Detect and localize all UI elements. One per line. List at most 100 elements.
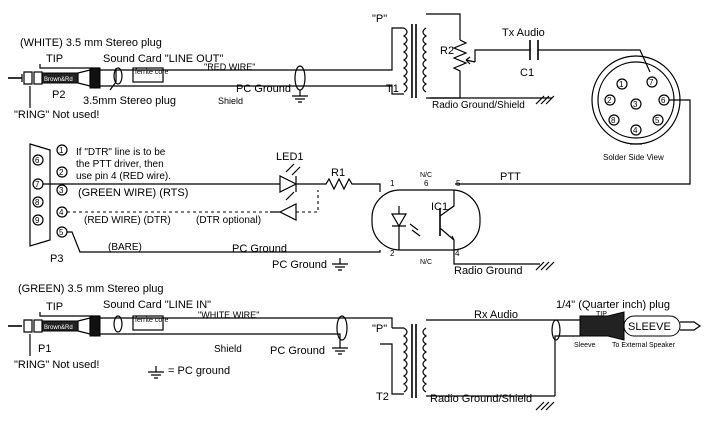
red-wire-label: "RED WIRE" xyxy=(204,62,255,72)
radio-ground-symbol-bottom xyxy=(535,401,555,411)
radio-ground-shield-bottom: Radio Ground/Shield xyxy=(430,393,532,405)
db9-pin-9: 9 xyxy=(35,216,40,225)
led1-label: LED1 xyxy=(276,151,304,163)
r1-label: R1 xyxy=(331,167,345,179)
cable-shield-c xyxy=(113,315,123,333)
to-external-speaker: To External Speaker xyxy=(612,342,676,349)
ptt-label: PTT xyxy=(500,171,521,183)
ic1-optocoupler xyxy=(371,189,481,251)
ferrite-core-top xyxy=(132,67,164,83)
rx-audio-label: Rx Audio xyxy=(474,309,518,321)
din-pin-6: 6 xyxy=(661,96,666,105)
sound-card-line-out: Sound Card "LINE OUT" xyxy=(103,53,223,65)
din-pin-7: 7 xyxy=(649,78,654,87)
ferrite-core-bottom xyxy=(132,315,164,331)
db9-pin-6: 6 xyxy=(35,156,40,165)
radio-ground-top xyxy=(430,95,555,105)
db9-pin-3: 3 xyxy=(59,186,64,195)
white-wire-label: "WHITE WIRE" xyxy=(198,310,259,320)
tip-small-label: TIP xyxy=(596,311,607,318)
tip-line-top xyxy=(39,64,100,69)
ic-pin-4: 4 xyxy=(455,249,460,258)
white-plug-label: (WHITE) 3.5 mm Stereo plug xyxy=(20,37,162,49)
pc-ground-mid: PC Ground xyxy=(232,243,287,255)
dtr-note-1: If "DTR" line is to be xyxy=(76,147,166,158)
resistor-r1 xyxy=(318,177,381,192)
pc-ground-symbol-bottom xyxy=(332,344,348,355)
radio-ground-symbol-mid xyxy=(535,261,555,271)
db9-pin-1: 1 xyxy=(59,146,64,155)
sleeve-small-label: Sleeve xyxy=(574,342,596,349)
resistor-r2 xyxy=(452,39,468,80)
ic-pin-6: 6 xyxy=(424,179,429,188)
shield-bottom: Shield xyxy=(214,344,242,355)
tip-label-top: TIP xyxy=(46,53,63,65)
radio-ground-shield-top: Radio Ground/Shield xyxy=(432,100,525,111)
ptt-line xyxy=(455,99,691,185)
cable-shield-e xyxy=(551,319,561,341)
capacitor-c1 xyxy=(529,40,539,60)
r2-label: R2 xyxy=(440,45,454,57)
green-wire-rts: (GREEN WIRE) (RTS) xyxy=(78,187,188,199)
shield-top: Shield xyxy=(218,96,243,106)
led1 xyxy=(270,163,318,193)
green-plug-label: (GREEN) 3.5 mm Stereo plug xyxy=(18,283,164,295)
cable-shield-d xyxy=(336,315,348,341)
stereo-plug-p2: Brown&Rd xyxy=(8,67,101,89)
dtr-note-2: the PTT driver, then xyxy=(76,159,164,170)
t1-label: T1 xyxy=(386,83,399,95)
db9-pin-8: 8 xyxy=(35,198,40,207)
svg-text:Brown&Rd: Brown&Rd xyxy=(44,77,73,83)
quarter-inch-plug xyxy=(579,311,702,341)
p3-label: P3 xyxy=(50,253,63,265)
ring-not-used-top: "RING" Not used! xyxy=(14,109,99,121)
ferrite-label-top: ferrite core xyxy=(135,69,169,76)
db9-pin-4: 4 xyxy=(59,208,64,217)
t2-label: T2 xyxy=(376,391,389,403)
p1-label: P1 xyxy=(38,343,51,355)
p2-label: P2 xyxy=(52,89,65,101)
db9-pin-7: 7 xyxy=(35,180,40,189)
p-label-t1: "P" xyxy=(372,13,387,25)
sound-card-line-in: Sound Card "LINE IN" xyxy=(103,299,211,311)
solder-side-view: Solder Side View xyxy=(603,153,664,162)
din-pin-1: 1 xyxy=(619,80,624,89)
dtr-optional: (DTR optional) xyxy=(196,215,261,226)
p-label-t2: "P" xyxy=(372,323,387,335)
ground-legend-symbol xyxy=(148,366,164,379)
ring-not-used-bottom: "RING" Not used! xyxy=(14,359,99,371)
ferrite-label-bottom: ferrite core xyxy=(135,317,169,324)
din-pin-4: 4 xyxy=(633,126,638,135)
ic1-label: IC1 xyxy=(431,201,448,213)
din-pin-5: 5 xyxy=(655,116,660,125)
dtr-note-3: use pin 4 (RED wire). xyxy=(76,171,171,182)
plug2-label: 3.5mm Stereo plug xyxy=(83,95,176,107)
pc-ground-symbol-mid xyxy=(332,258,348,271)
db9-pin-5: 5 xyxy=(59,228,64,237)
nc-bottom: N/C xyxy=(420,259,432,266)
din-pin-3: 3 xyxy=(633,100,638,109)
stereo-plug-p1: Brown&Rd xyxy=(8,315,101,337)
transformer-t2 xyxy=(402,324,428,398)
red-wire-dtr: (RED WIRE) (DTR) xyxy=(84,215,171,226)
svg-text:Brown&Rd: Brown&Rd xyxy=(44,325,73,331)
led2 xyxy=(270,190,319,221)
tx-audio-label: Tx Audio xyxy=(502,27,545,39)
ground-legend-text: = PC ground xyxy=(168,365,230,377)
cable-shield-a xyxy=(113,67,123,85)
din-pin-2: 2 xyxy=(607,96,612,105)
pc-ground-symbol-top xyxy=(292,90,308,103)
pc-ground-top: PC Ground xyxy=(236,83,291,95)
transformer-t1 xyxy=(402,24,428,98)
db9-pin-2: 2 xyxy=(59,168,64,177)
pc-ground-bottom: PC Ground xyxy=(270,345,325,357)
quarter-plug-label: 1/4" (Quarter inch) plug xyxy=(556,299,670,311)
tip-label-bottom: TIP xyxy=(46,301,63,313)
ic-pin-1: 1 xyxy=(390,179,395,188)
c1-label: C1 xyxy=(520,67,534,79)
ic-pin-5: 5 xyxy=(456,179,461,188)
radio-ground-mid: Radio Ground xyxy=(454,265,523,277)
bare-label: (BARE) xyxy=(108,242,142,253)
white-wire-bottom xyxy=(100,317,393,328)
